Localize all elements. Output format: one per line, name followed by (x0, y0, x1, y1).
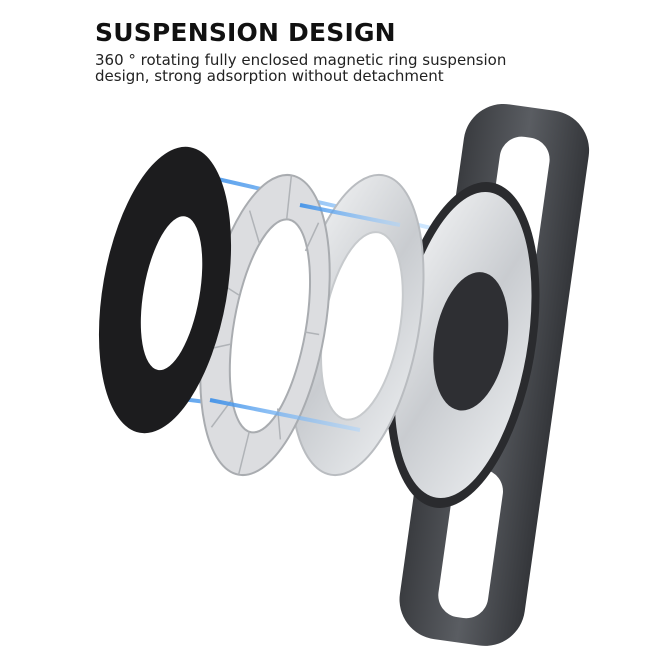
description-line-2: design, strong adsorption without detach… (95, 67, 444, 85)
holder-magnetic-disc (386, 182, 540, 508)
description-line-1: 360 ° rotating fully enclosed magnetic r… (95, 51, 507, 69)
feature-description: 360 ° rotating fully enclosed magnetic r… (95, 52, 565, 84)
segmented-magnet-ring (199, 173, 331, 477)
feature-heading: SUSPENSION DESIGN (95, 18, 396, 47)
black-adhesive-ring (98, 146, 232, 434)
magnetic-lines-front (209, 203, 401, 432)
